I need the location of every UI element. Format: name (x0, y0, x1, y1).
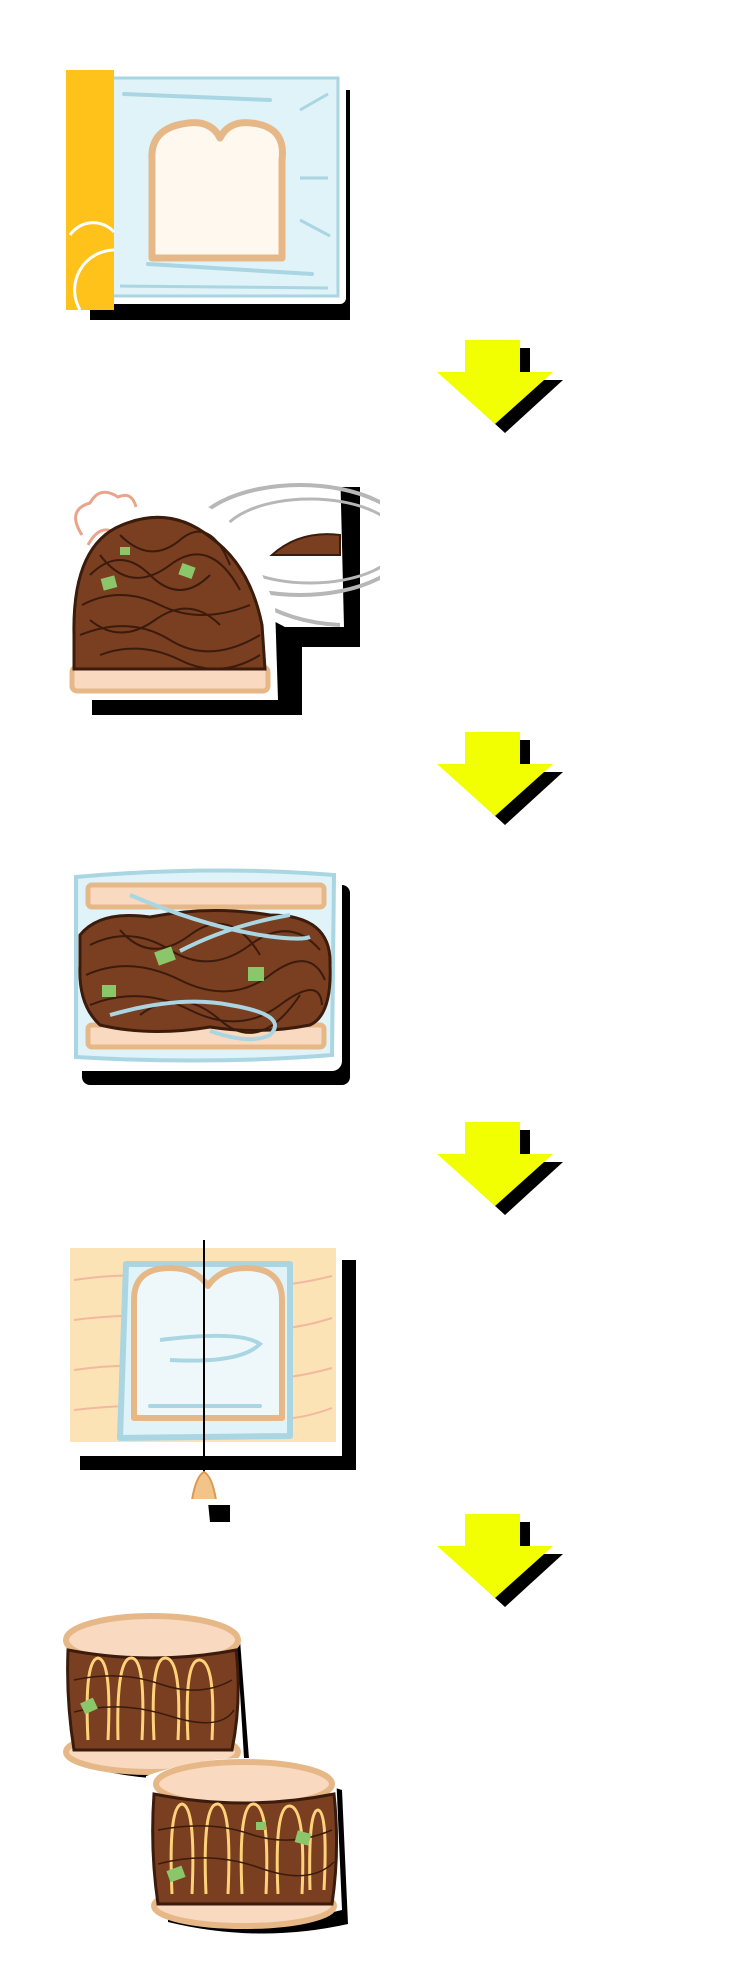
step-finished-sandwiches (60, 1600, 380, 1945)
wrapped-sandwich-icon (66, 861, 350, 1085)
bread-slice-on-plastic-wrap-icon (60, 66, 350, 320)
step-wrap-sandwich (60, 855, 380, 1090)
down-arrow-icon (435, 730, 575, 830)
down-arrow-icon (435, 338, 575, 438)
down-arrow-icon (435, 1120, 575, 1220)
yakisoba-sandwich-halves-icon (63, 1610, 348, 1934)
cutting-wrapped-sandwich-icon (66, 1240, 356, 1522)
step-add-noodles (60, 455, 380, 730)
step-cut-sandwich (60, 1240, 380, 1530)
down-arrow-icon (435, 1512, 575, 1612)
step-wrap-bread (60, 60, 380, 330)
yakisoba-noodles-on-bread-icon (68, 463, 380, 715)
